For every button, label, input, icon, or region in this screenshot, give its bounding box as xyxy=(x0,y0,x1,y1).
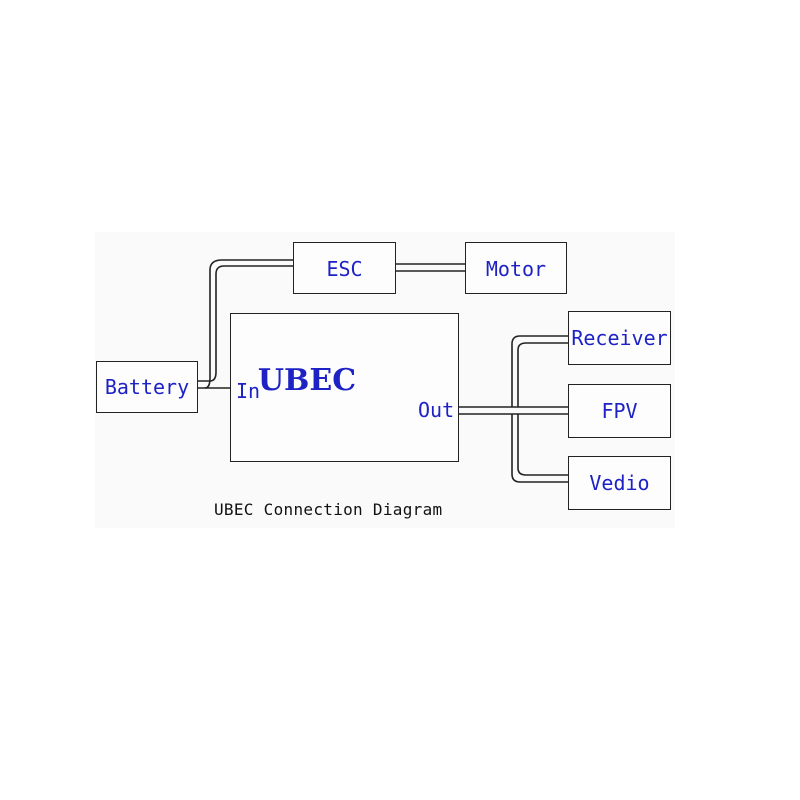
wire-battery-in-top xyxy=(198,265,294,382)
diagram-caption: UBEC Connection Diagram xyxy=(214,500,443,519)
fpv-box: FPV xyxy=(568,384,671,438)
wire-bus-right xyxy=(517,342,568,407)
fpv-label: FPV xyxy=(601,399,638,423)
vedio-label: Vedio xyxy=(589,471,650,495)
ubec-box xyxy=(230,313,459,462)
receiver-label: Receiver xyxy=(571,326,668,350)
wire-bus-left xyxy=(511,335,568,407)
battery-box: Battery xyxy=(96,361,198,413)
in-label: In xyxy=(236,379,261,403)
battery-label: Battery xyxy=(104,375,190,399)
wire-bus-down-left xyxy=(511,414,568,483)
vedio-box: Vedio xyxy=(568,456,671,510)
receiver-box: Receiver xyxy=(568,311,671,365)
wire-bus-down-right xyxy=(517,414,568,476)
esc-label: ESC xyxy=(326,257,363,281)
esc-box: ESC xyxy=(293,242,396,294)
ubec-title: UBEC xyxy=(257,363,357,398)
motor-box: Motor xyxy=(465,242,567,294)
out-label: Out xyxy=(418,398,455,422)
wire-battery-esc-inner xyxy=(204,259,294,389)
motor-label: Motor xyxy=(485,257,547,281)
